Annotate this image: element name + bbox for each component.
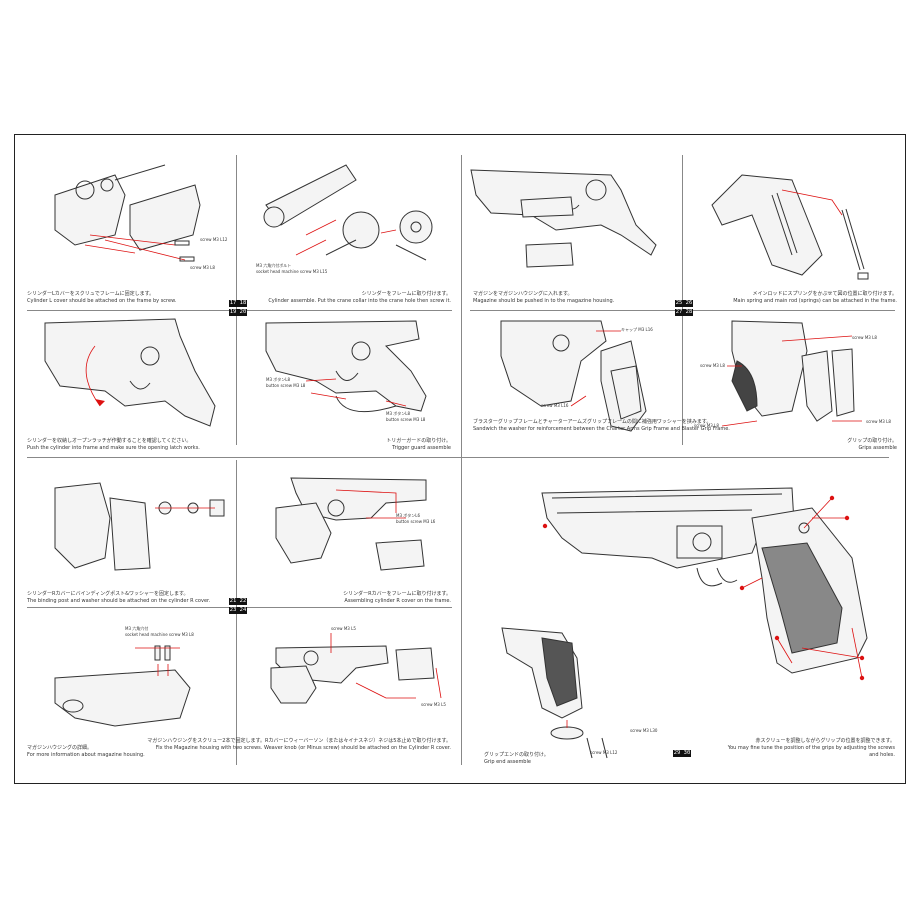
step-grips: screw M3 L8 screw M3 L8 screw M3 L8 scre… — [682, 311, 907, 457]
opening-latch-drawing — [44, 318, 216, 427]
page-number: 17 18 — [229, 300, 247, 307]
grips-drawing — [721, 320, 862, 427]
step-caption: マガジンハウジングをスクリュー2本で固定します。Rカバーにウィーバーソン（または… — [147, 738, 451, 751]
main-spring-drawing — [711, 174, 869, 280]
step-magazine-housing: M3 六角穴付 socket head machine screw M3 L8 … — [15, 608, 236, 765]
screw-label: screw M3 L12 — [200, 237, 228, 242]
step-trigger-guard: M3 ボタンL8 button screw M3 L8 M3 ボタンL8 but… — [236, 311, 461, 457]
cylinder-l-cover-drawing — [54, 164, 201, 262]
step-caption: シリンダーLカバーをスクリュでフレームに固定します。 Cylinder L co… — [27, 291, 177, 304]
step-caption: メインロッドにスプリングをかぶせて図の位置に取り付けます。 Main sprin… — [733, 291, 897, 304]
binding-post-drawing — [54, 482, 225, 571]
manual-spread: screw M3 L12 screw M3 L8 シリンダーLカバーをスクリュで… — [14, 134, 906, 784]
screw-label: M3 六角穴付 — [125, 626, 149, 631]
step-caption: マガジンをマガジンハウジングに入れます。 Magazine should be … — [473, 291, 615, 304]
step-caption: シリンダーRカバーをフレームに取り付けます。 Assembling cylind… — [343, 591, 451, 604]
step-caption: グリップエンドの取り付け。 Grip end assemble — [484, 752, 549, 765]
step-grip-frame-washer: キャップ M3 L16 screw M3 L16 ブラスターグリップフレームとチ… — [461, 311, 730, 457]
page-number: 23 24 — [229, 607, 247, 614]
screw-label: screw M3 L8 — [700, 363, 725, 368]
center-fold — [461, 155, 462, 765]
screw-label: screw M3 L8 — [866, 419, 891, 424]
page-number: 25 26 — [675, 300, 693, 307]
screw-label: screw M3 L8 — [190, 265, 215, 270]
step-cylinder-l-cover: screw M3 L12 screw M3 L8 シリンダーLカバーをスクリュで… — [15, 135, 236, 310]
adjust-note: 赤スクリューを調整しながらグリップの位置を調整できます。 You may fin… — [727, 738, 895, 758]
step-caption: トリガーガードの取り付け。 Trigger guard assemble — [386, 438, 451, 451]
screw-label: button screw M3 L8 — [386, 417, 426, 422]
cylinder-assemble-drawing — [263, 164, 433, 261]
magazine-housing-drawing — [54, 645, 191, 727]
screw-label: screw M3 L8 — [852, 335, 877, 340]
screw-label: screw M3 L5 — [421, 702, 446, 707]
step-cylinder-r-cover: M3 ボタンL6 button screw M3 L6 シリンダーRカバーをフレ… — [236, 458, 461, 607]
step-grip-adjust: screw M3 L12 screw M3 L30 グリップエンドの取り付け。 … — [462, 458, 907, 785]
screw-label: M3 ボタンL8 — [266, 377, 291, 382]
step-caption: マガジンハウジングの詳細。 For more information about… — [27, 745, 145, 758]
step-caption: シリンダーを収納しオープンラッチが作動することを確認してください。 Push t… — [27, 438, 200, 451]
magazine-drawing — [470, 169, 657, 268]
screw-label: screw M3 L30 — [630, 728, 658, 733]
screw-label: button screw M3 L8 — [266, 383, 306, 388]
trigger-guard-drawing — [265, 320, 427, 413]
step-caption: シリンダーRカバーにバインディングポスト&ワッシャーを固定します。 The bi… — [27, 591, 211, 604]
magazine-housing-fix-drawing — [270, 633, 442, 704]
step-caption: シリンダーをフレームに取り付けます。 Cylinder assemble. Pu… — [268, 291, 451, 304]
screw-label: M3 ボタンL6 — [396, 513, 421, 518]
page-number: 21 22 — [229, 598, 247, 605]
step-cylinder-assemble: M3 六角穴付ボルト socket head machine screw M3 … — [236, 135, 461, 310]
screw-label: M3 ボタンL8 — [386, 411, 411, 416]
screw-label: socket head machine screw M3 L15 — [256, 269, 328, 274]
screw-label: screw M3 L8 — [694, 423, 719, 428]
page-number: 27 28 — [675, 309, 693, 316]
step-magazine: マガジンをマガジンハウジングに入れます。 Magazine should be … — [461, 135, 682, 310]
screw-label: button screw M3 L6 — [396, 519, 436, 524]
step-opening-latch: シリンダーを収納しオープンラッチが作動することを確認してください。 Push t… — [15, 311, 236, 457]
page-number: 29 30 — [673, 750, 691, 757]
cylinder-r-cover-drawing — [275, 477, 427, 571]
screw-label: キャップ M3 L16 — [621, 327, 653, 332]
divider — [27, 457, 889, 458]
step-caption: グリップの取り付け。 Grips assemble — [847, 438, 897, 451]
step-main-spring: メインロッドにスプリングをかぶせて図の位置に取り付けます。 Main sprin… — [682, 135, 907, 310]
screw-label: socket head machine screw M3 L8 — [125, 632, 194, 637]
screw-label: screw M3 L12 — [590, 750, 618, 755]
screw-label: screw M3 L5 — [331, 626, 356, 631]
grip-frame-washer-drawing — [500, 320, 647, 432]
page-number: 19 20 — [229, 309, 247, 316]
step-magazine-housing-fix: screw M3 L5 screw M3 L5 マガジンハウジングをスクリュー2… — [147, 608, 461, 765]
step-caption: ブラスターグリップフレームとチャーターアームズグリップフレームの間に補強用ワッシ… — [473, 419, 730, 432]
screw-label: M3 六角穴付ボルト — [256, 263, 292, 268]
screw-label: screw M3 L16 — [541, 403, 569, 408]
final-assembly-drawing — [501, 487, 868, 759]
step-binding-post: シリンダーRカバーにバインディングポスト&ワッシャーを固定します。 The bi… — [15, 458, 236, 607]
